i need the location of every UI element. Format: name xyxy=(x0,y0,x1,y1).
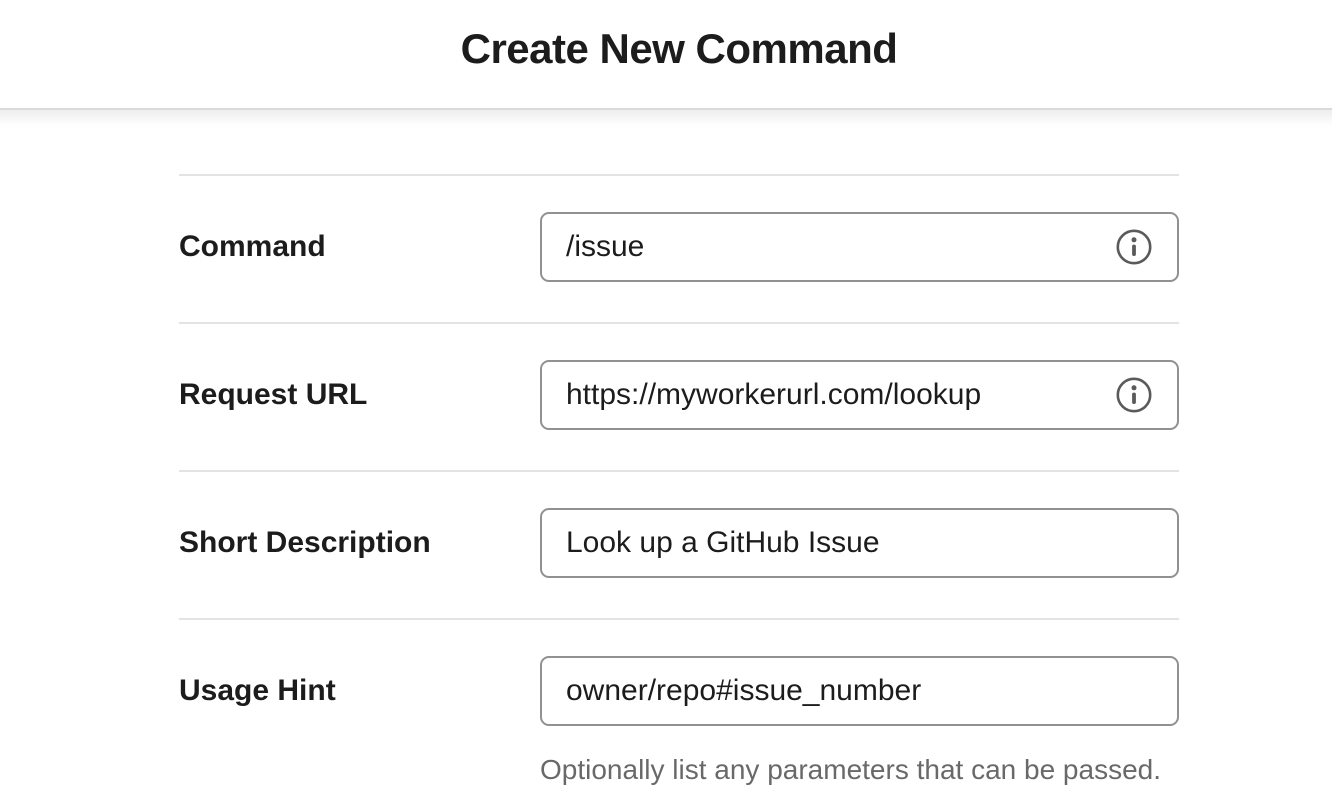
header: Create New Command xyxy=(0,0,1332,126)
request-url-input[interactable] xyxy=(540,360,1179,430)
short-description-label: Short Description xyxy=(179,526,431,559)
request-url-label: Request URL xyxy=(179,378,368,411)
usage-hint-input[interactable] xyxy=(540,656,1179,726)
form-row-usage-hint: Usage Hint Optionally list any parameter… xyxy=(179,618,1179,810)
form-row-command: Command xyxy=(179,174,1179,322)
usage-hint-input-wrap xyxy=(540,656,1179,726)
usage-hint-help-text: Optionally list any parameters that can … xyxy=(540,754,1162,785)
info-icon[interactable] xyxy=(1115,228,1153,266)
command-input-wrap xyxy=(540,212,1179,282)
form-row-short-description: Short Description xyxy=(179,470,1179,618)
request-url-input-wrap xyxy=(540,360,1179,430)
short-description-input[interactable] xyxy=(540,508,1179,578)
page-title: Create New Command xyxy=(460,25,898,72)
create-command-form: Command Request URL xyxy=(179,110,1179,810)
command-label: Command xyxy=(179,230,326,263)
short-description-input-wrap xyxy=(540,508,1179,578)
command-input[interactable] xyxy=(540,212,1179,282)
form-row-request-url: Request URL xyxy=(179,322,1179,470)
usage-hint-label: Usage Hint xyxy=(179,674,336,707)
info-icon[interactable] xyxy=(1115,376,1153,414)
